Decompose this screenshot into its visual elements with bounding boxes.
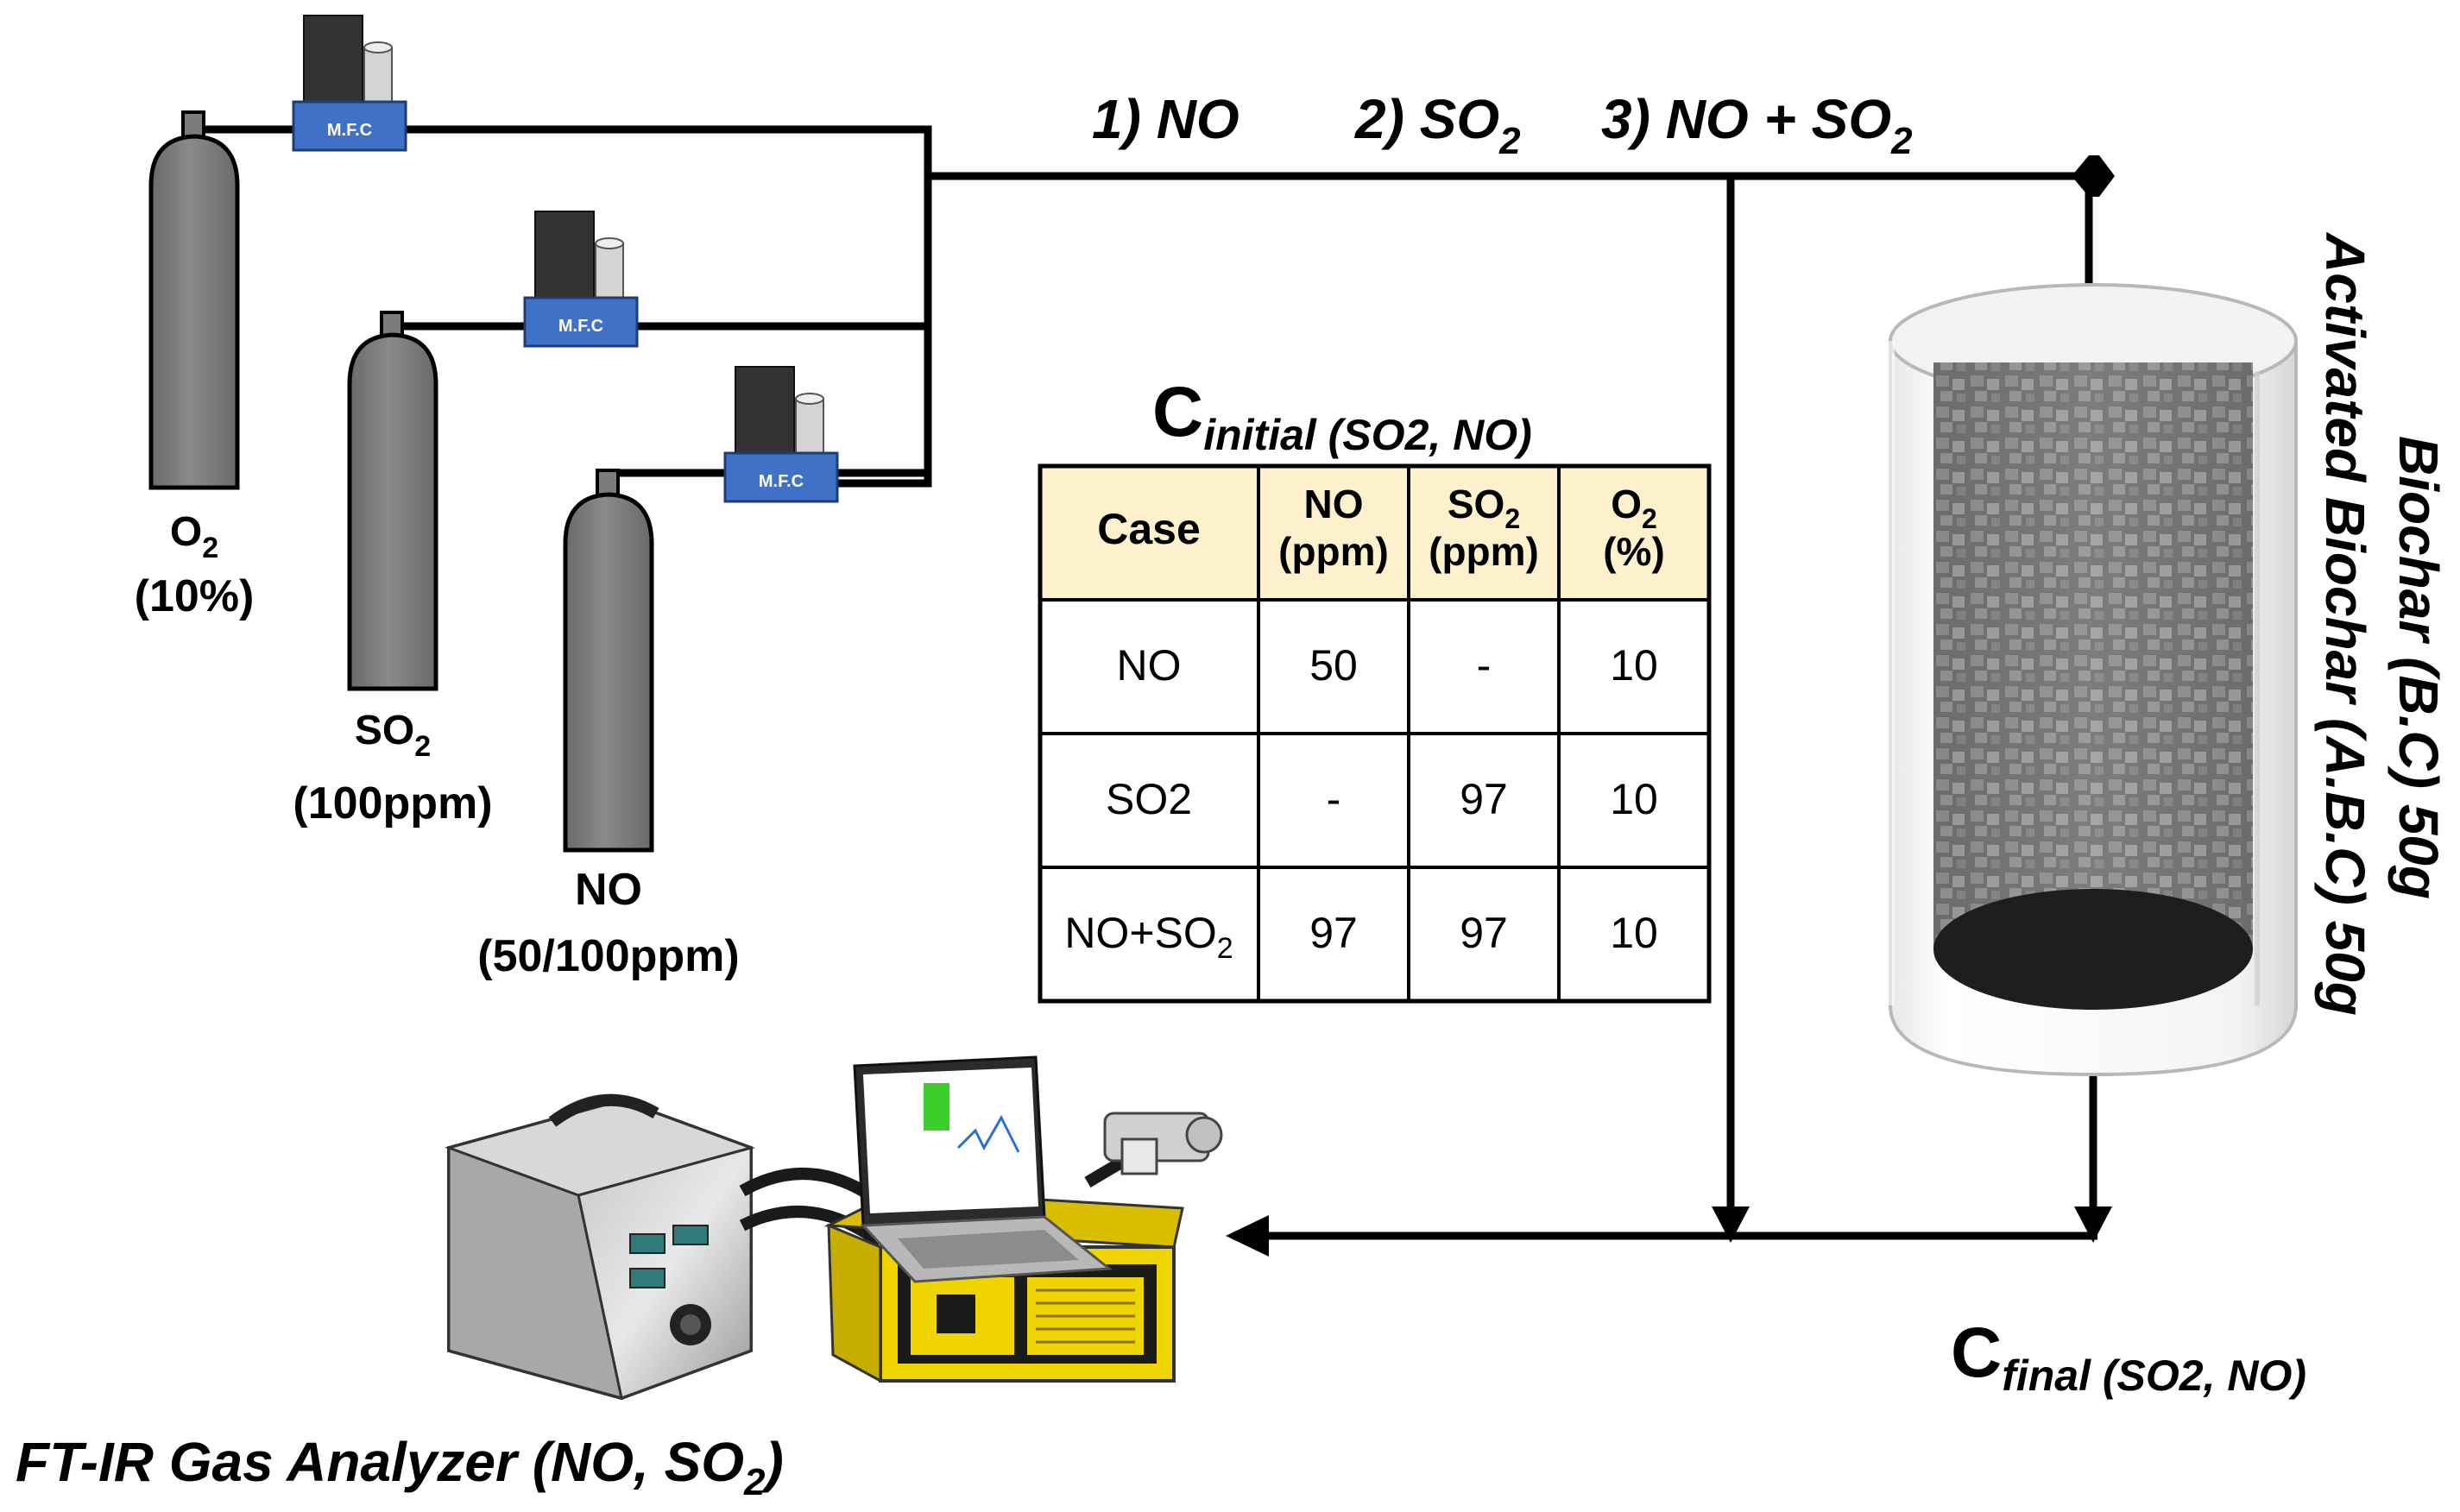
row-case: NO [1117, 641, 1182, 690]
mfc-label: M.F.C [759, 472, 804, 491]
reactor-column [1886, 283, 2298, 1077]
arrow-down-outlet [2074, 1206, 2112, 1243]
row-o2: 10 [1610, 641, 1658, 690]
header-so2: SO2 [1448, 482, 1520, 534]
row-case: SO2 [1106, 775, 1192, 823]
mfc-so2: M.F.C [523, 211, 639, 348]
arrow-down-bypass [1712, 1206, 1750, 1243]
row-so2: 97 [1460, 775, 1508, 823]
header-no-unit: (ppm) [1278, 529, 1389, 574]
steel-sampling-unit [445, 1093, 755, 1401]
initial-concentration-table: Case NO (ppm) SO2 (ppm) O2 (%) NO 50 - 1… [1038, 463, 1712, 1004]
row-o2: 10 [1610, 909, 1658, 957]
cylinder-so2 [347, 311, 438, 691]
mfc-label: M.F.C [558, 317, 603, 336]
cylinder-no [563, 469, 654, 853]
bed-bottom [1933, 889, 2253, 1010]
row-case: NO+SO2 [1064, 909, 1233, 965]
arrow-right [2072, 155, 2115, 197]
cylinder-o2 [148, 110, 240, 490]
ftir-analyzer-equipment [445, 1055, 1223, 1401]
row-o2: 10 [1610, 775, 1658, 823]
arrow-left-analyzer [1226, 1215, 1269, 1257]
case-3-label: 3) NO + SO2 [1601, 88, 1913, 162]
activated-biochar-label: Activated Biochar (A.B.C) 50g [2314, 231, 2376, 1016]
so2-label: SO2 [355, 708, 431, 763]
no-label: NO [575, 865, 642, 915]
header-case: Case [1097, 505, 1201, 553]
header-so2-unit: (ppm) [1429, 529, 1539, 574]
yellow-analyzer [823, 1189, 1184, 1383]
header-no: NO [1304, 482, 1364, 526]
reactor-labels: Biochar (B.C) 50g Activated Biochar (A.B… [2314, 231, 2450, 1016]
mfc-no: M.F.C [723, 366, 839, 503]
case-1-label: 1) NO [1092, 88, 1239, 150]
table-row: NO+SO2 97 97 10 [1064, 909, 1658, 965]
probe-head [1103, 1112, 1223, 1175]
cylinder-labels: O2 (10%) SO2 (100ppm) NO (50/100ppm) [135, 509, 740, 981]
c-initial-label: Cinitial (SO2, NO) [1152, 373, 1532, 459]
so2-concentration: (100ppm) [293, 778, 492, 828]
laptop [853, 1055, 1113, 1283]
header-o2: O2 [1611, 482, 1657, 534]
mfc-label: M.F.C [327, 121, 372, 140]
table-row: NO 50 - 10 [1117, 641, 1658, 690]
header-o2-unit: (%) [1603, 529, 1665, 574]
screen-green-panel [924, 1083, 949, 1131]
case-2-label: 2) SO2 [1354, 88, 1521, 162]
mfc-o2: M.F.C [292, 15, 407, 152]
row-no: 50 [1309, 641, 1358, 690]
c-final-label: Cfinal (SO2, NO) [1951, 1314, 2306, 1400]
o2-concentration: (10%) [135, 571, 255, 621]
row-no: - [1327, 775, 1341, 823]
table-header-bg [1040, 466, 1709, 600]
o2-label: O2 [170, 509, 218, 564]
row-so2: 97 [1460, 909, 1508, 957]
row-so2: - [1477, 641, 1492, 690]
table-row: SO2 - 97 10 [1106, 775, 1658, 823]
analyzer-label: FT-IR Gas Analyzer (NO, SO2) [16, 1431, 784, 1503]
row-no: 97 [1309, 909, 1358, 957]
biochar-label: Biochar (B.C) 50g [2387, 436, 2450, 899]
no-concentration: (50/100ppm) [477, 931, 739, 981]
case-labels: 1) NO 2) SO2 3) NO + SO2 [1092, 88, 1913, 162]
